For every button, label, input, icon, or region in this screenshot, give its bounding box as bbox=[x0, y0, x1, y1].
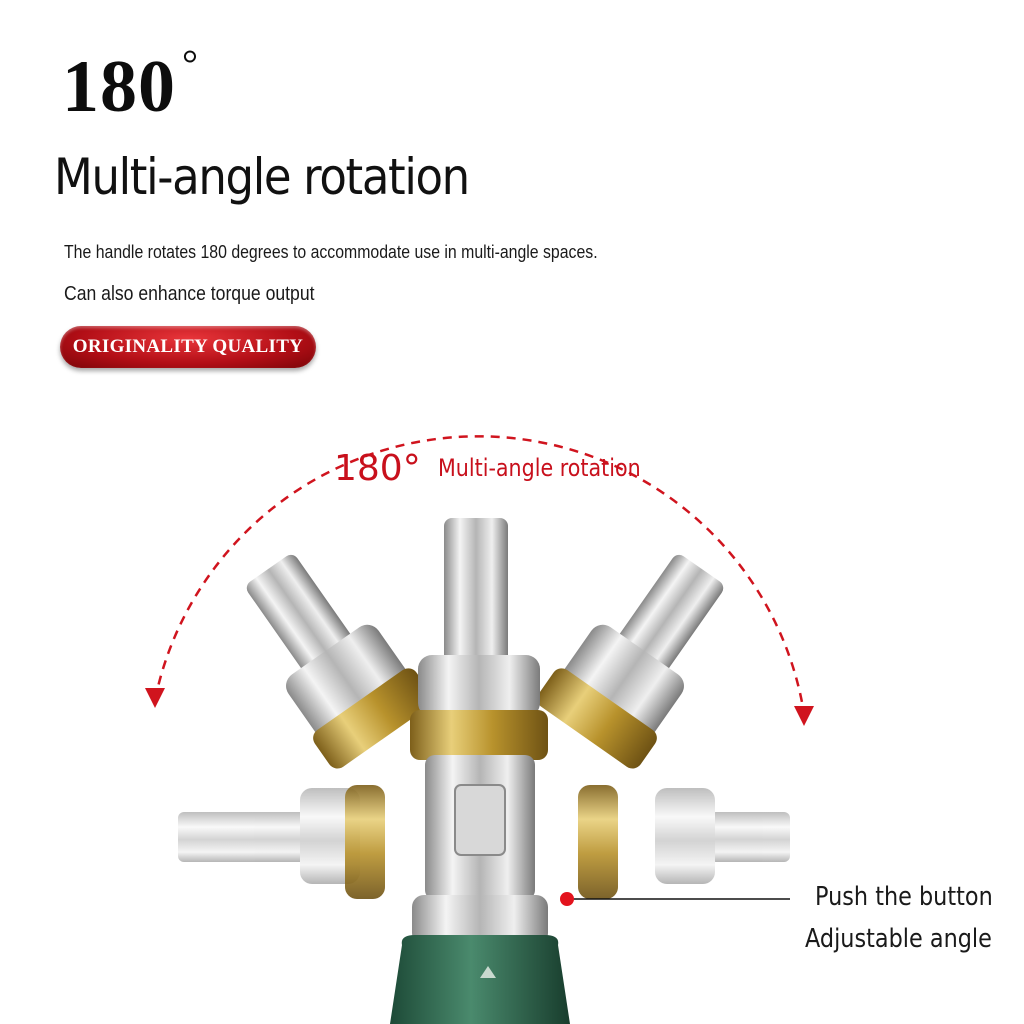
description-line-1: The handle rotates 180 degrees to accomm… bbox=[64, 242, 598, 262]
handle-triangle-icon bbox=[480, 966, 496, 978]
green-handle bbox=[390, 935, 570, 1024]
brass-ring-left-horizontal bbox=[345, 785, 385, 899]
arc-degree-label: 180° bbox=[334, 448, 421, 489]
push-button-marker bbox=[560, 892, 574, 906]
degree-symbol: ° bbox=[182, 41, 199, 86]
angled-bit-left bbox=[246, 554, 433, 769]
headline: Multi-angle rotation bbox=[54, 148, 470, 206]
central-bit bbox=[410, 518, 548, 945]
brass-ring-right-horizontal bbox=[578, 785, 618, 899]
big-degree-heading: 180° bbox=[62, 41, 199, 125]
degree-value: 180 bbox=[62, 46, 176, 128]
callout-adjustable-angle: Adjustable angle bbox=[805, 924, 992, 954]
description-line-2: Can also enhance torque output bbox=[64, 283, 315, 305]
quality-badge: ORIGINALITY QUALITY bbox=[60, 326, 316, 368]
arc-rotation-label: Multi-angle rotation bbox=[438, 454, 641, 482]
arc-arrow-left-icon bbox=[145, 688, 165, 708]
angled-bit-right bbox=[537, 554, 724, 769]
callout-push-button: Push the button bbox=[815, 882, 993, 912]
badge-label: ORIGINALITY QUALITY bbox=[72, 336, 304, 357]
arc-arrow-right-icon bbox=[794, 706, 814, 726]
